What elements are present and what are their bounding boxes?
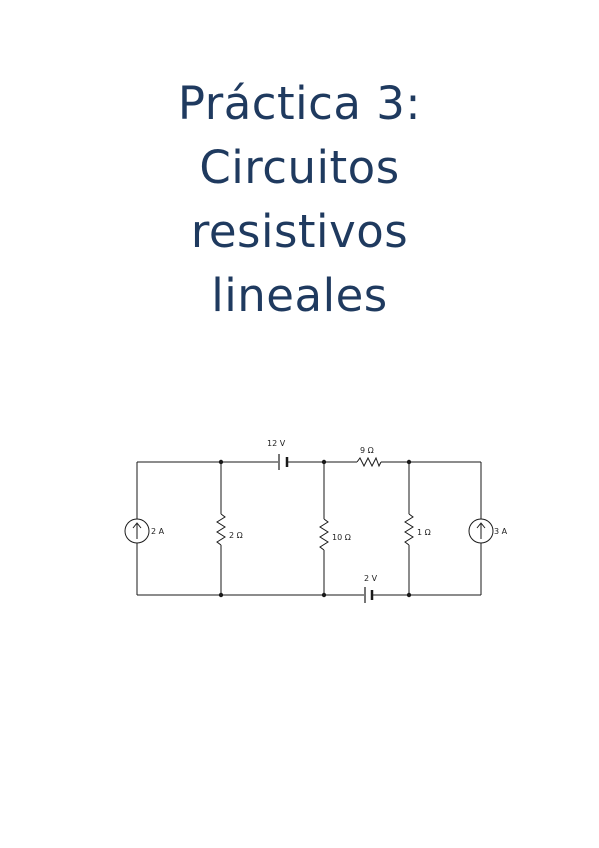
arrow-up-left-icon bbox=[132, 522, 142, 539]
arrow-up-right-icon bbox=[476, 522, 486, 539]
junction-dot bbox=[218, 459, 224, 465]
junction-dot bbox=[218, 592, 224, 598]
battery-top-icon bbox=[278, 454, 289, 470]
resistor-1ohm-icon bbox=[404, 513, 414, 546]
current-source-right-icon bbox=[468, 518, 494, 544]
label-res-2: 2 Ω bbox=[229, 531, 243, 540]
junction-dot bbox=[321, 592, 327, 598]
label-source-right: 3 A bbox=[494, 527, 508, 536]
title-line-1: Práctica 3: bbox=[177, 77, 422, 130]
label-battery-bottom: 2 V bbox=[364, 574, 378, 583]
title-line-4: lineales bbox=[211, 269, 388, 322]
junction-dot bbox=[321, 459, 327, 465]
label-res-10: 10 Ω bbox=[332, 533, 351, 542]
label-source-left: 2 A bbox=[151, 527, 165, 536]
label-res-9: 9 Ω bbox=[360, 446, 374, 455]
label-res-1: 1 Ω bbox=[417, 528, 431, 537]
label-battery-top: 12 V bbox=[267, 439, 286, 448]
junction-dot bbox=[406, 592, 412, 598]
junction-dot bbox=[406, 459, 412, 465]
current-source-left-icon bbox=[124, 518, 150, 544]
title-line-3: resistivos bbox=[190, 205, 409, 258]
resistor-2ohm-icon bbox=[216, 513, 226, 546]
resistor-10ohm-icon bbox=[319, 518, 329, 551]
title-line-2: Circuitos bbox=[199, 141, 400, 194]
document-title: Práctica 3: Circuitos resistivos lineale… bbox=[0, 72, 599, 328]
battery-bottom-icon bbox=[364, 587, 374, 603]
resistor-9ohm-icon bbox=[356, 456, 382, 468]
